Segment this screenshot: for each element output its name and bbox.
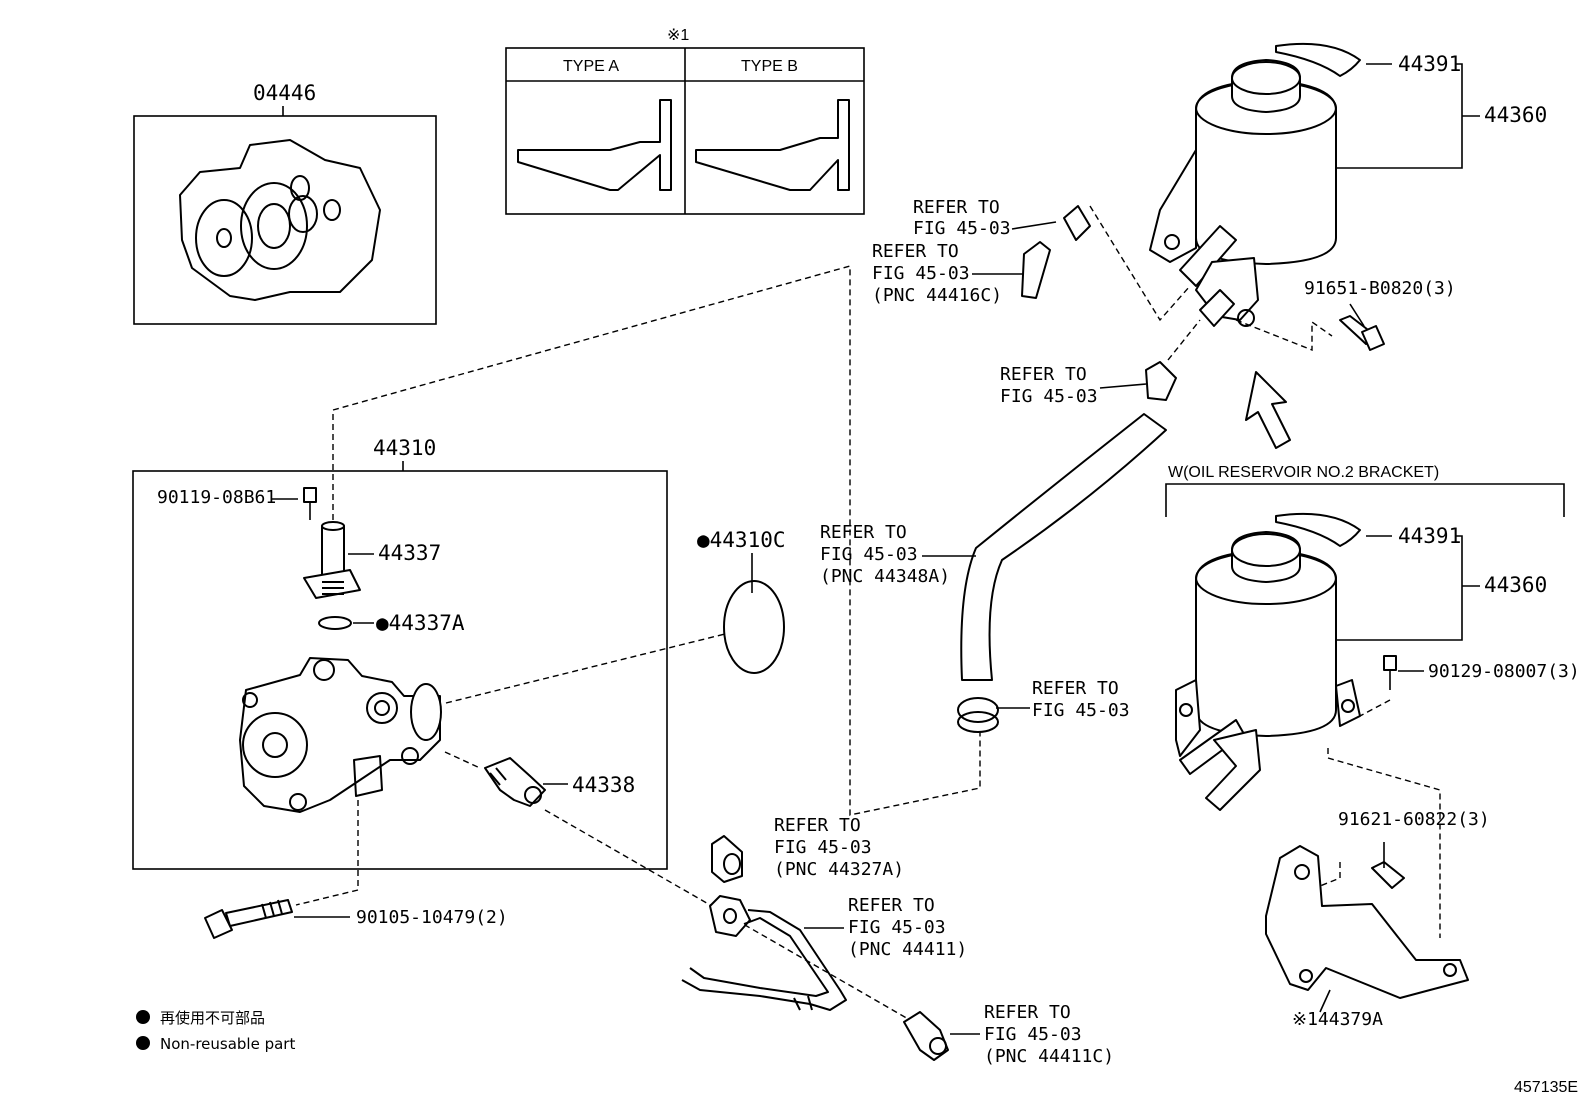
bracket-variant-label: W(OIL RESERVOIR NO.2 BRACKET)	[1168, 464, 1439, 481]
seal-44310C: ●44310C	[697, 528, 786, 674]
label-04446: 04446	[253, 81, 316, 105]
svg-text:REFER TO: REFER TO	[774, 815, 861, 836]
pump-assembly-44310: 44310 90119-08B61 44337 ●44337A	[132, 436, 668, 870]
svg-text:REFER TO: REFER TO	[913, 197, 1000, 218]
svg-text:REFER TO: REFER TO	[984, 1002, 1071, 1023]
svg-text:FIG 45-03: FIG 45-03	[1000, 386, 1098, 407]
type-note: ※1	[667, 27, 689, 44]
type-a-label: TYPE A	[563, 58, 619, 75]
bracket-44379A: 91621-60822(3) ※144379A	[1265, 809, 1490, 1030]
reservoir-top: 44391 44360	[1149, 42, 1547, 327]
label-44310C: ●44310C	[697, 528, 786, 552]
svg-text:FIG 45-03: FIG 45-03	[1032, 700, 1130, 721]
bolt-91651: 91651-B0820(3)	[1304, 278, 1456, 351]
pressure-hose	[681, 835, 949, 1061]
reservoir-bracket-variant: W(OIL RESERVOIR NO.2 BRACKET) 44391 4436…	[1165, 464, 1580, 811]
svg-text:FIG 45-03: FIG 45-03	[820, 544, 918, 565]
refer-6: REFER TO FIG 45-03 (PNC 44327A)	[774, 815, 904, 880]
refer-5: REFER TO FIG 45-03	[996, 678, 1130, 721]
bullet-icon	[136, 1036, 150, 1050]
label-91621: 91621-60822(3)	[1338, 809, 1490, 830]
svg-text:REFER TO: REFER TO	[1000, 364, 1087, 385]
refer-3: REFER TO FIG 45-03	[1000, 364, 1147, 407]
label-44391-bottom: 44391	[1398, 524, 1461, 548]
svg-text:(PNC 44416C): (PNC 44416C)	[872, 285, 1002, 306]
legend: 再使用不可部品 Non-reusable part	[136, 1009, 295, 1053]
label-44391-top: 44391	[1398, 52, 1461, 76]
label-44379A: ※144379A	[1292, 1009, 1383, 1030]
legend-jp: 再使用不可部品	[160, 1009, 265, 1027]
arrow-up-icon	[1245, 371, 1291, 449]
refer-8: REFER TO FIG 45-03 (PNC 44411C)	[950, 1002, 1114, 1067]
page-id: 457135E	[1514, 1079, 1578, 1096]
label-44310: 44310	[373, 436, 436, 460]
label-44337: 44337	[378, 541, 441, 565]
type-b-label: TYPE B	[741, 58, 798, 75]
bullet-icon	[136, 1010, 150, 1024]
hose-clamps-top	[957, 205, 1177, 733]
label-91651: 91651-B0820(3)	[1304, 278, 1456, 299]
svg-text:REFER TO: REFER TO	[872, 241, 959, 262]
svg-text:(PNC 44348A): (PNC 44348A)	[820, 566, 950, 587]
svg-text:FIG 45-03: FIG 45-03	[848, 917, 946, 938]
label-90119: 90119-08B61	[157, 487, 276, 508]
refer-4: REFER TO FIG 45-03 (PNC 44348A)	[820, 522, 976, 587]
refer-2: REFER TO FIG 45-03 (PNC 44416C)	[872, 241, 1024, 306]
refer-1: REFER TO FIG 45-03	[913, 197, 1057, 239]
svg-text:FIG 45-03: FIG 45-03	[984, 1024, 1082, 1045]
label-44360-bottom: 44360	[1484, 573, 1547, 597]
svg-text:(PNC 44411): (PNC 44411)	[848, 939, 967, 960]
refer-7: REFER TO FIG 45-03 (PNC 44411)	[804, 895, 967, 960]
label-44360-top: 44360	[1484, 103, 1547, 127]
svg-text:FIG 45-03: FIG 45-03	[774, 837, 872, 858]
label-90129: 90129-08007(3)	[1428, 661, 1580, 682]
svg-text:FIG 45-03: FIG 45-03	[913, 218, 1011, 239]
label-44338: 44338	[572, 773, 635, 797]
svg-text:REFER TO: REFER TO	[1032, 678, 1119, 699]
svg-text:(PNC 44411C): (PNC 44411C)	[984, 1046, 1114, 1067]
gasket-kit-04446: 04446	[133, 81, 437, 325]
label-90105: 90105-10479(2)	[356, 907, 508, 928]
type-comparison-box: ※1 TYPE A TYPE B	[505, 27, 865, 215]
bolt-90105: 90105-10479(2)	[204, 899, 508, 939]
svg-text:REFER TO: REFER TO	[848, 895, 935, 916]
svg-text:FIG 45-03: FIG 45-03	[872, 263, 970, 284]
label-44337A: ●44337A	[376, 611, 465, 635]
legend-en: Non-reusable part	[160, 1035, 295, 1053]
svg-text:REFER TO: REFER TO	[820, 522, 907, 543]
svg-text:(PNC 44327A): (PNC 44327A)	[774, 859, 904, 880]
